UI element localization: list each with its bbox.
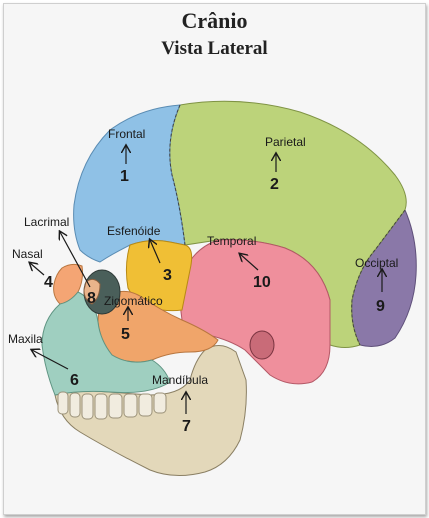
label-parietal: Parietal: [265, 135, 306, 149]
lambdoid-suture: [351, 209, 406, 346]
frontal-bone: [73, 104, 186, 263]
label-zygomatic: Zigomático: [104, 294, 163, 308]
number-zygomatic: 5: [121, 326, 130, 343]
label-mandible: Mandíbula: [152, 373, 208, 387]
number-lacrimal: 8: [87, 290, 96, 307]
number-nasal: 4: [44, 274, 53, 291]
sphenoid-bone: [125, 240, 193, 312]
number-maxilla: 6: [70, 372, 79, 389]
label-sphenoid: Esfenóide: [107, 224, 161, 238]
number-mandible: 7: [182, 418, 191, 435]
number-sphenoid: 3: [163, 267, 172, 284]
label-frontal: Frontal: [108, 127, 145, 141]
pointer-arrows: [30, 146, 382, 414]
teeth: [57, 391, 167, 420]
label-temporal: Temporal: [207, 234, 256, 248]
coronal-suture: [169, 104, 186, 246]
lacrimal-bone: [83, 278, 101, 305]
diagram-subtitle: Vista Lateral: [161, 38, 268, 59]
diagram-title: Crânio: [181, 8, 248, 33]
label-occipital: Occiptal: [355, 256, 398, 270]
external-auditory-meatus: [249, 330, 275, 360]
label-nasal: Nasal: [12, 247, 43, 261]
number-parietal: 2: [270, 176, 279, 193]
label-lacrimal: Lacrimal: [24, 215, 69, 229]
number-occipital: 9: [376, 298, 385, 315]
number-frontal: 1: [120, 168, 129, 185]
number-temporal: 10: [253, 274, 271, 291]
label-maxilla: Maxila: [8, 332, 43, 346]
